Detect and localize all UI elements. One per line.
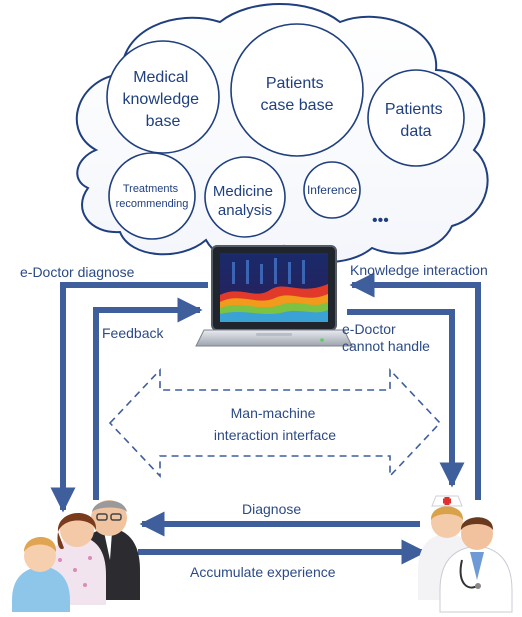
node-text-patients-case-base: Patients case base xyxy=(261,75,334,114)
ellipsis-more: ••• xyxy=(372,212,389,229)
arrow-knowledge-interaction xyxy=(349,272,481,500)
node-text-medical-knowledge-base: Medical knowledge base xyxy=(123,69,204,130)
arrow-cannot-handle xyxy=(347,309,465,488)
node-text-patients-data: Patients data xyxy=(385,101,447,140)
label-e-doctor-cannot-handle: e-Doctor cannot handle xyxy=(342,321,430,354)
arrow-feedback xyxy=(93,297,203,500)
arrow-e-doctor-diagnose xyxy=(50,282,208,513)
doctors-icon xyxy=(418,495,513,613)
screen-chart-graphic xyxy=(220,258,328,322)
laptop-icon xyxy=(195,245,353,347)
patients-group-icon xyxy=(12,500,140,612)
node-text-medicine-analysis: Medicine analysis xyxy=(213,183,277,219)
solid-arrows xyxy=(50,272,481,565)
cloud: Medical knowledge base Patients case bas… xyxy=(75,3,489,264)
node-text-treatments-recommending: Treatments recommending xyxy=(116,183,189,210)
label-e-doctor-diagnose: e-Doctor diagnose xyxy=(20,264,135,280)
circle-inference xyxy=(303,161,361,219)
label-man-machine-interface: Man-machine interaction interface xyxy=(214,405,336,443)
dashed-double-arrow xyxy=(108,367,442,479)
node-text-inference: Inference xyxy=(307,183,357,197)
label-diagnose: Diagnose xyxy=(242,501,301,517)
circle-medicine-analysis xyxy=(204,156,286,238)
circle-patients-data xyxy=(367,69,465,167)
circle-medical-knowledge-base xyxy=(106,40,220,154)
label-feedback: Feedback xyxy=(102,325,164,341)
circle-treatments-recommending xyxy=(108,152,196,240)
label-knowledge-interaction: Knowledge interaction xyxy=(350,262,488,278)
label-accumulate-experience: Accumulate experience xyxy=(190,564,336,580)
circle-patients-case-base xyxy=(230,23,364,157)
